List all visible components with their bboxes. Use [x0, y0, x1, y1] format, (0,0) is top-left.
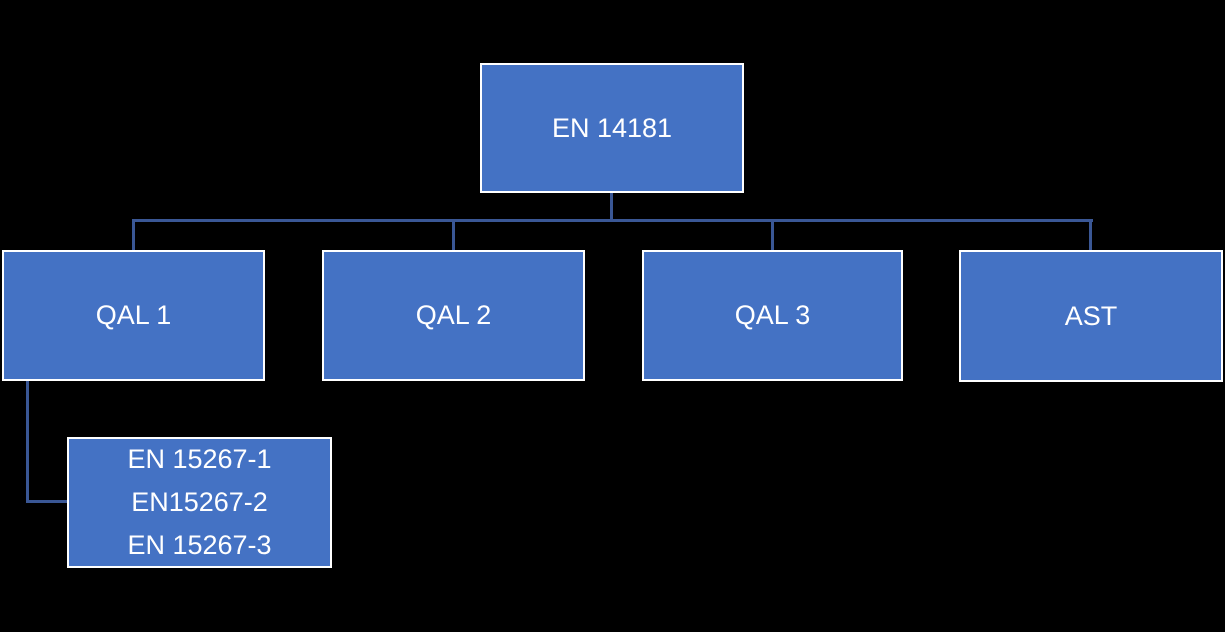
node-en-15267-line-2: EN15267-2 [131, 487, 268, 517]
node-en-14181-label: EN 14181 [551, 112, 673, 143]
node-qal-2: QAL 2 [322, 250, 585, 381]
connector-stub-ast [1089, 219, 1092, 251]
node-en-15267-line-1: EN 15267-1 [127, 444, 272, 474]
connector-horizontal-rail [132, 219, 1093, 222]
node-qal-3-label: QAL 3 [734, 300, 811, 330]
connector-root-stub [610, 192, 613, 222]
node-qal-1-label: QAL 1 [95, 300, 172, 330]
connector-qal1-down [26, 380, 29, 503]
connector-qal1-across [26, 500, 68, 503]
node-en-15267-line-3: EN 15267-3 [127, 530, 272, 560]
connector-stub-qal2 [452, 219, 455, 251]
node-ast: AST [959, 250, 1223, 382]
connector-stub-qal3 [771, 219, 774, 251]
node-qal-1: QAL 1 [2, 250, 265, 381]
node-en-14181: EN 14181 [480, 63, 744, 193]
node-qal-3: QAL 3 [642, 250, 903, 381]
node-en-15267: EN 15267-1 EN15267-2 EN 15267-3 [67, 437, 332, 568]
node-qal-2-label: QAL 2 [415, 300, 492, 330]
node-ast-label: AST [1064, 300, 1118, 331]
connector-stub-qal1 [132, 219, 135, 251]
